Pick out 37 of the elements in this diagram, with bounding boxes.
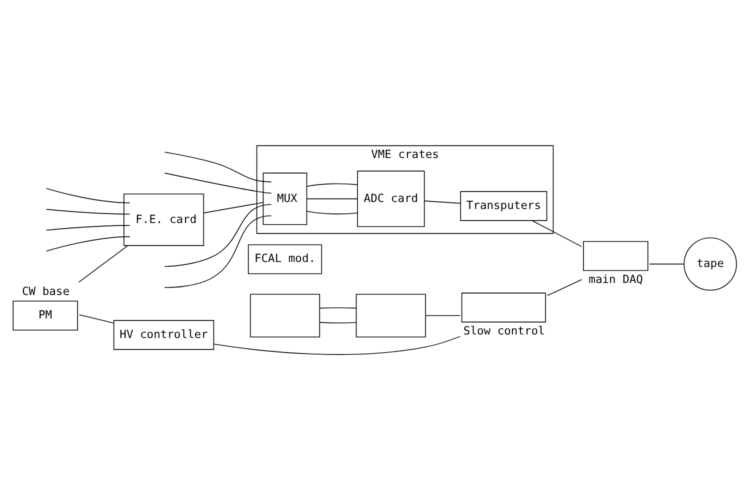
connector bbox=[203, 202, 264, 213]
connector bbox=[424, 200, 461, 204]
connector bbox=[164, 172, 272, 194]
node-label: main DAQ bbox=[588, 272, 643, 286]
node-box: PM bbox=[12, 300, 78, 330]
connector bbox=[649, 263, 684, 264]
connector bbox=[306, 198, 358, 199]
connector bbox=[164, 214, 272, 288]
node-label: CW base bbox=[22, 284, 70, 298]
connector bbox=[547, 278, 582, 296]
connector bbox=[46, 236, 130, 252]
connector bbox=[425, 314, 460, 316]
node-circle: tape bbox=[684, 237, 737, 290]
node-box bbox=[461, 292, 546, 322]
connector bbox=[46, 208, 130, 214]
connector bbox=[306, 182, 358, 186]
connector bbox=[78, 244, 128, 282]
node-box bbox=[356, 293, 426, 337]
connector bbox=[164, 204, 272, 266]
connector bbox=[78, 314, 114, 323]
connector bbox=[164, 151, 272, 182]
connector bbox=[319, 322, 356, 323]
node-box: FCAL mod. bbox=[248, 244, 322, 274]
node-box bbox=[250, 293, 320, 337]
connector bbox=[532, 220, 582, 246]
node-box: HV controller bbox=[113, 320, 214, 350]
node-box bbox=[583, 240, 648, 270]
node-box: MUX bbox=[262, 172, 308, 224]
node-label: Slow control bbox=[463, 324, 545, 337]
node-box: F.E. card bbox=[124, 193, 204, 246]
connector bbox=[46, 188, 130, 203]
connector bbox=[46, 224, 130, 230]
connector bbox=[319, 306, 356, 308]
connector bbox=[214, 336, 460, 354]
connector bbox=[306, 210, 358, 214]
node-box: Transputers bbox=[460, 190, 548, 220]
node-box: ADC card bbox=[357, 170, 425, 227]
